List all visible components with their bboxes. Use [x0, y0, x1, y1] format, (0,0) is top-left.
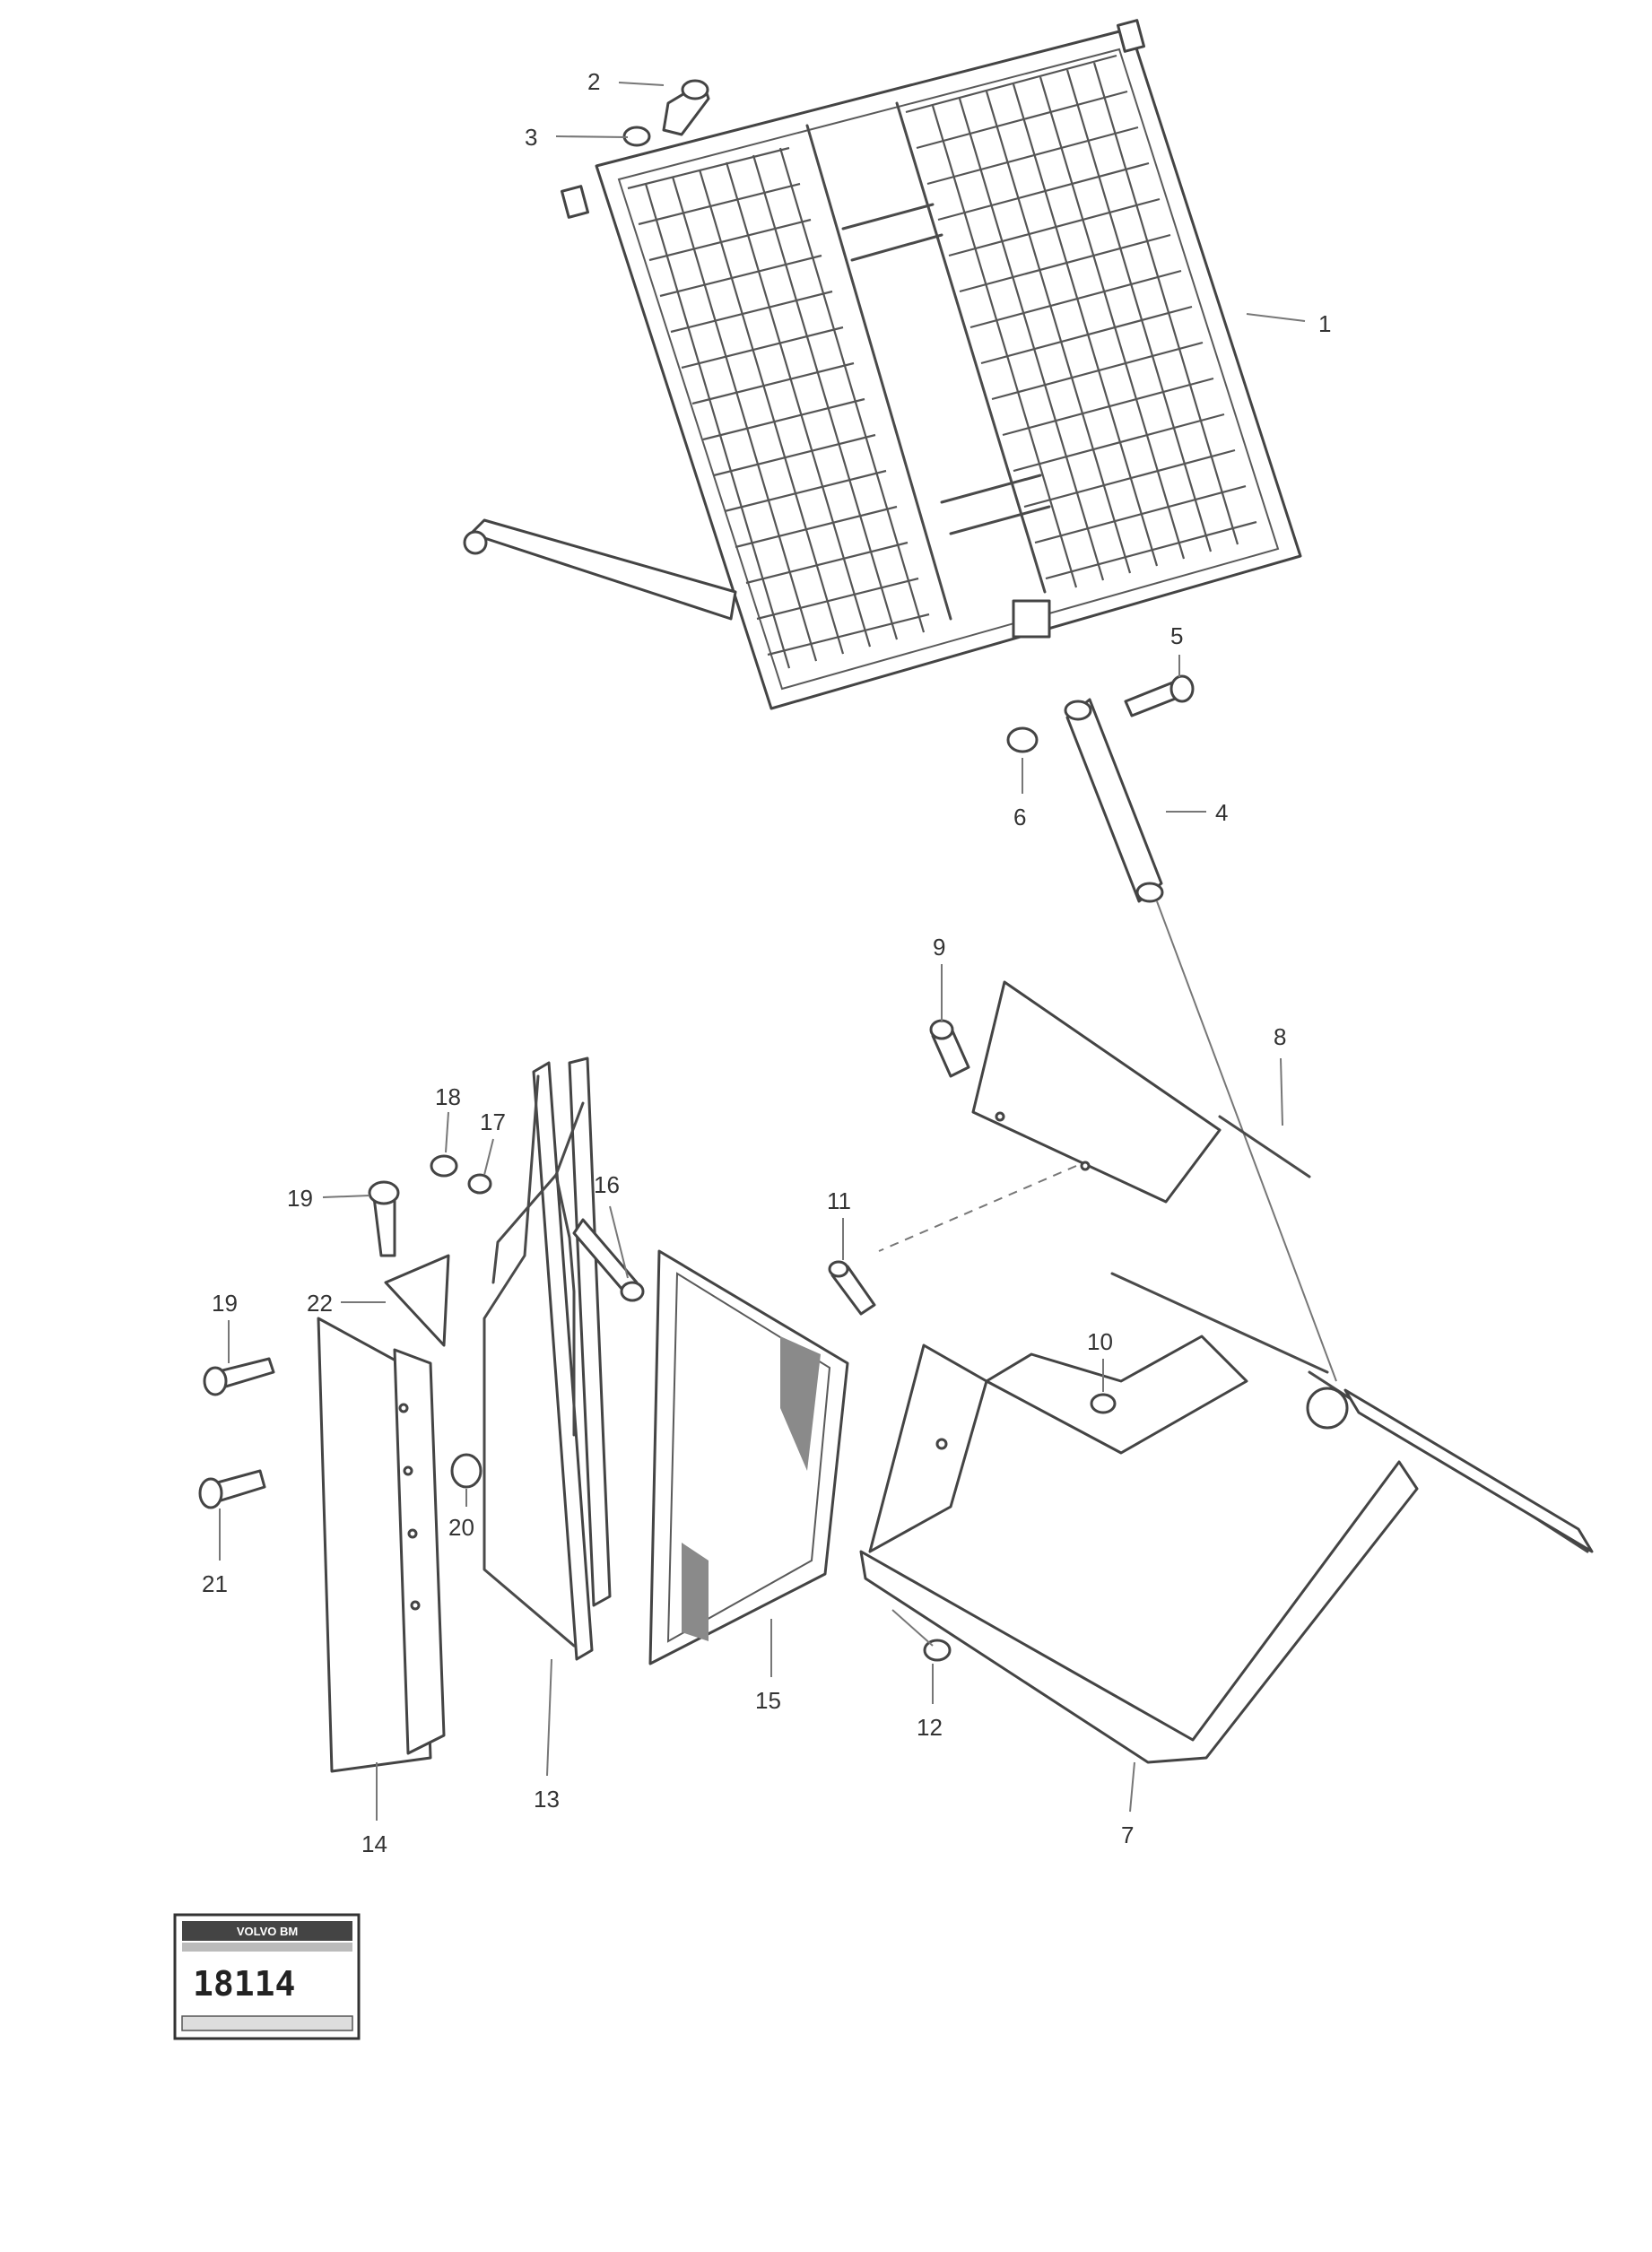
nut-12 — [923, 1639, 952, 1662]
nut-10 — [1090, 1393, 1117, 1414]
callout-4: 4 — [1215, 799, 1228, 826]
panel-15 — [648, 1249, 849, 1665]
bracket-14 — [317, 1254, 450, 1773]
plate-7 — [859, 1272, 1594, 1764]
plate-number: 18114 — [193, 1964, 295, 2004]
nut-18 — [430, 1154, 458, 1178]
grated-platform — [463, 19, 1302, 710]
reference-plate: VOLVO BM 18114 — [173, 1913, 361, 2040]
callout-11: 11 — [827, 1187, 851, 1214]
grid-left — [627, 146, 930, 669]
bolt-5 — [1124, 674, 1195, 717]
callout-13: 13 — [534, 1786, 560, 1813]
callout-2: 2 — [587, 68, 600, 95]
callout-19-top: 19 — [287, 1185, 313, 1212]
grid-right — [905, 54, 1257, 588]
callout-7: 7 — [1121, 1822, 1134, 1848]
callout-9: 9 — [933, 934, 945, 961]
bolt-9 — [929, 1019, 970, 1078]
bolt-21 — [198, 1469, 266, 1509]
nut-20 — [450, 1453, 483, 1489]
callout-22: 22 — [307, 1290, 333, 1317]
ladder-13 — [483, 1056, 612, 1661]
callout-5: 5 — [1170, 622, 1183, 649]
callout-6: 6 — [1013, 804, 1026, 830]
plate-8 — [971, 980, 1311, 1204]
callout-17: 17 — [480, 1109, 506, 1135]
callout-20: 20 — [448, 1514, 474, 1541]
callout-18: 18 — [435, 1083, 461, 1110]
leaders — [219, 82, 1306, 1821]
callout-1: 1 — [1318, 310, 1331, 337]
callout-8: 8 — [1274, 1023, 1286, 1050]
bolt-2 — [662, 79, 710, 136]
callout-labels: 1 2 3 4 5 6 7 8 9 10 11 12 13 14 15 16 1… — [202, 68, 1331, 1857]
bolt-16 — [572, 1218, 645, 1302]
callout-19-left: 19 — [212, 1290, 238, 1317]
bolt-19-top — [368, 1180, 400, 1257]
bolt-11 — [828, 1260, 876, 1316]
washer-3 — [622, 126, 651, 147]
bolt-19-left — [203, 1357, 275, 1396]
washer-17 — [467, 1173, 492, 1195]
nut-6 — [1006, 726, 1039, 753]
callout-16: 16 — [594, 1171, 620, 1198]
callout-21: 21 — [202, 1570, 228, 1597]
callout-14: 14 — [361, 1830, 387, 1857]
callout-3: 3 — [525, 124, 537, 151]
callout-12: 12 — [917, 1714, 943, 1741]
link-4 — [1064, 698, 1164, 903]
callout-10: 10 — [1087, 1328, 1113, 1355]
callout-15: 15 — [755, 1687, 781, 1714]
plate-header: VOLVO BM — [237, 1925, 298, 1938]
